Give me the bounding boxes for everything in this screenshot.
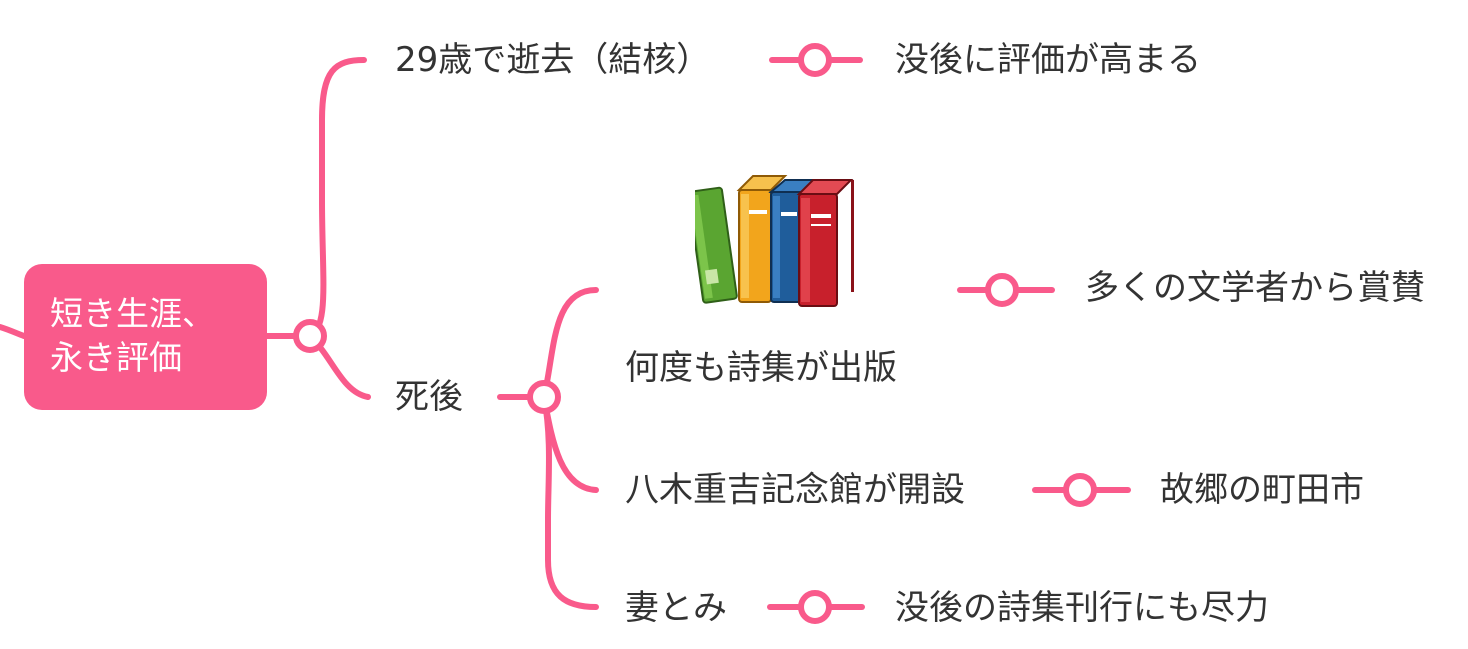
junction-posthumous (527, 380, 561, 414)
node-posthumous[interactable]: 死後 (395, 377, 463, 417)
connector-to-death (305, 57, 367, 339)
root-node[interactable]: 短き生涯、 永き評価 (24, 264, 267, 410)
junction-wife (798, 590, 832, 624)
node-publications[interactable]: 何度も詩集が出版 (625, 348, 897, 388)
node-museum-child[interactable]: 故郷の町田市 (1160, 470, 1364, 510)
junction-museum (1063, 473, 1097, 507)
books-icon (695, 175, 854, 307)
node-museum[interactable]: 八木重吉記念館が開設 (625, 470, 965, 510)
node-death-child[interactable]: 没後に評価が高まる (895, 40, 1201, 80)
node-publications-child[interactable]: 多くの文学者から賞賛 (1085, 268, 1425, 308)
root-label-line2: 永き評価 (50, 338, 182, 377)
root-label-line1: 短き生涯、 (50, 294, 215, 333)
junction-publications (985, 273, 1019, 307)
connector-to-wife (541, 394, 599, 610)
node-death[interactable]: 29歳で逝去（結核） (395, 40, 711, 80)
junction-death (798, 43, 832, 77)
connector-to-publications (541, 287, 599, 400)
junction-root (293, 319, 327, 353)
node-wife-child[interactable]: 没後の詩集刊行にも尽力 (895, 588, 1269, 628)
node-wife[interactable]: 妻とみ (625, 588, 727, 628)
connector-root-incoming (0, 324, 27, 339)
